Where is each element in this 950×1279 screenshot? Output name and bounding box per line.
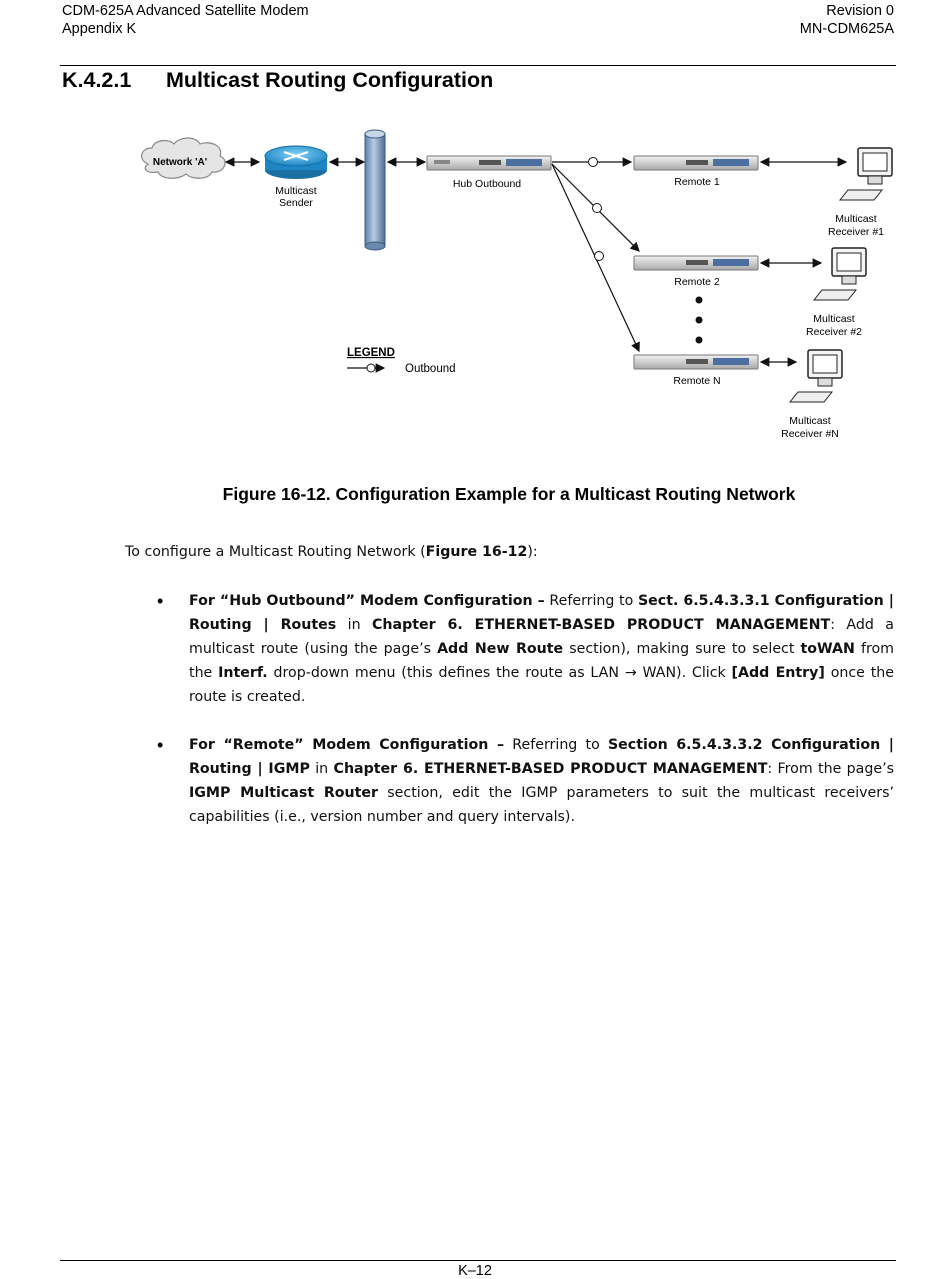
page-header-right: Revision 0 MN-CDM625A: [800, 2, 894, 38]
receiver2-label-2: Receiver #2: [806, 326, 862, 338]
outbound-symbol: [592, 203, 602, 213]
section-title: Multicast Routing Configuration: [166, 68, 494, 92]
remote2-label: Remote 2: [674, 276, 720, 288]
manual-number: MN-CDM625A: [799, 21, 894, 37]
document-title: CDM-625A Advanced Satellite Modem: [62, 3, 309, 19]
multicast-network-diagram: Network 'A' Multicast Sender Hub Outboun…: [141, 129, 893, 440]
legend-outbound-symbol: [366, 363, 376, 373]
network-bus: [364, 129, 386, 251]
outbound-symbol: [594, 251, 604, 261]
revision-label: Revision 0: [826, 3, 894, 19]
remote-n-modem: [633, 354, 759, 370]
ellipsis-dot: [695, 296, 703, 304]
page-number: K–12: [458, 1263, 492, 1279]
bullet-icon: •: [157, 735, 164, 755]
bullet-remote: For “Remote” Modem Configuration – Refer…: [189, 737, 895, 825]
intro-paragraph: To configure a Multicast Routing Network…: [125, 544, 538, 560]
receiverN-label-1: Multicast: [789, 415, 831, 427]
figure-reference: Figure 16-12: [425, 544, 528, 560]
receiver1-label-1: Multicast: [835, 213, 877, 225]
section-number: K.4.2.1: [62, 68, 132, 92]
receiver2-label-1: Multicast: [813, 313, 855, 325]
sender-label-2: Sender: [279, 197, 313, 209]
ellipsis-dot: [695, 316, 703, 324]
remote-1-modem: [633, 155, 759, 171]
bullet-icon: •: [157, 591, 164, 611]
section-heading: K.4.2.1 Multicast Routing Configuration: [62, 68, 493, 93]
bullet-hub-outbound: For “Hub Outbound” Modem Configuration –…: [189, 593, 895, 705]
network-a-label: Network 'A': [153, 157, 207, 168]
figure-caption: Figure 16-12. Configuration Example for …: [222, 484, 796, 504]
remoteN-label: Remote N: [673, 375, 720, 387]
appendix-label: Appendix K: [62, 21, 137, 37]
remote1-label: Remote 1: [674, 176, 720, 188]
legend-outbound-label: Outbound: [405, 363, 456, 375]
sender-label-1: Multicast: [275, 185, 317, 197]
receiver-2-computer: [812, 247, 867, 301]
header-rule: [60, 65, 896, 66]
receiver1-label-2: Receiver #1: [828, 226, 884, 238]
hub-outbound-modem: [426, 155, 552, 171]
receiver-n-computer: [788, 349, 843, 403]
footer-rule: [60, 1260, 896, 1261]
network-a-cloud: Network 'A': [141, 137, 226, 179]
diagram-legend: LEGEND Outbound: [347, 347, 456, 375]
legend-title: LEGEND: [347, 347, 395, 359]
receiver-1-computer: [838, 147, 893, 201]
receiverN-label-2: Receiver #N: [781, 428, 839, 440]
page-header-left: CDM-625A Advanced Satellite Modem Append…: [62, 2, 309, 38]
remote-2-modem: [633, 255, 759, 271]
ellipsis-dot: [695, 336, 703, 344]
hub-label: Hub Outbound: [453, 178, 521, 190]
outbound-symbol: [588, 157, 598, 167]
multicast-sender-router: [264, 145, 328, 179]
